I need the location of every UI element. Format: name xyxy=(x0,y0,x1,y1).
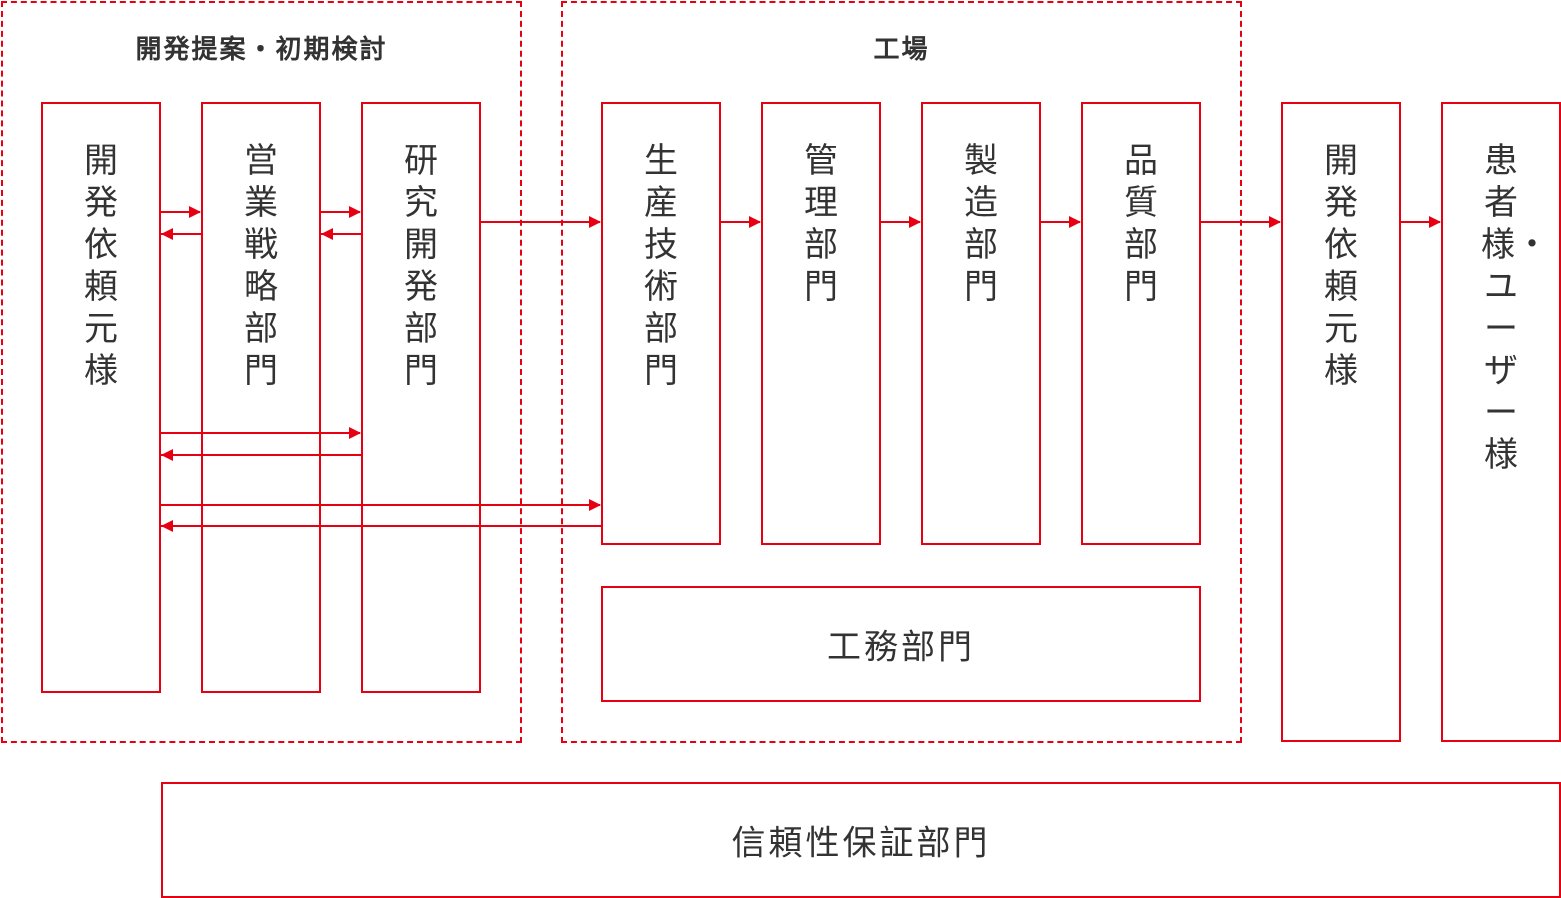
box-reliability: 信頼性保証部門 xyxy=(161,782,1561,898)
box-quality: 品質部門 xyxy=(1081,102,1201,545)
arrowhead xyxy=(1269,216,1281,228)
box-requester-right-label: 開発依頼元様 xyxy=(1324,141,1358,391)
box-management: 管理部門 xyxy=(761,102,881,545)
arrowhead xyxy=(1429,216,1441,228)
box-production-tech-label: 生産技術部門 xyxy=(644,141,678,391)
box-patients-users-label: 患者様・ユーザー様 xyxy=(1481,141,1549,475)
group-development-title: 開発提案・初期検討 xyxy=(135,35,388,65)
box-quality-label: 品質部門 xyxy=(1124,141,1158,307)
box-general-affairs: 工務部門 xyxy=(601,586,1201,702)
box-manufacturing: 製造部門 xyxy=(921,102,1041,545)
box-reliability-label: 信頼性保証部門 xyxy=(731,823,991,864)
box-sales-strategy: 営業戦略部門 xyxy=(201,102,321,693)
group-factory: 工場 xyxy=(561,1,1242,743)
box-requester-left-label: 開発依頼元様 xyxy=(84,141,118,391)
box-requester-left: 開発依頼元様 xyxy=(41,102,161,693)
group-factory-title: 工場 xyxy=(873,35,930,65)
box-sales-strategy-label: 営業戦略部門 xyxy=(244,141,278,391)
box-general-affairs-label: 工務部門 xyxy=(827,627,975,668)
box-research-dev-label: 研究開発部門 xyxy=(404,141,438,391)
group-development: 開発提案・初期検討 xyxy=(1,1,522,743)
box-management-label: 管理部門 xyxy=(804,141,838,307)
box-research-dev: 研究開発部門 xyxy=(361,102,481,693)
box-patients-users: 患者様・ユーザー様 xyxy=(1441,102,1561,742)
box-manufacturing-label: 製造部門 xyxy=(964,141,998,307)
box-production-tech: 生産技術部門 xyxy=(601,102,721,545)
box-requester-right: 開発依頼元様 xyxy=(1281,102,1401,742)
